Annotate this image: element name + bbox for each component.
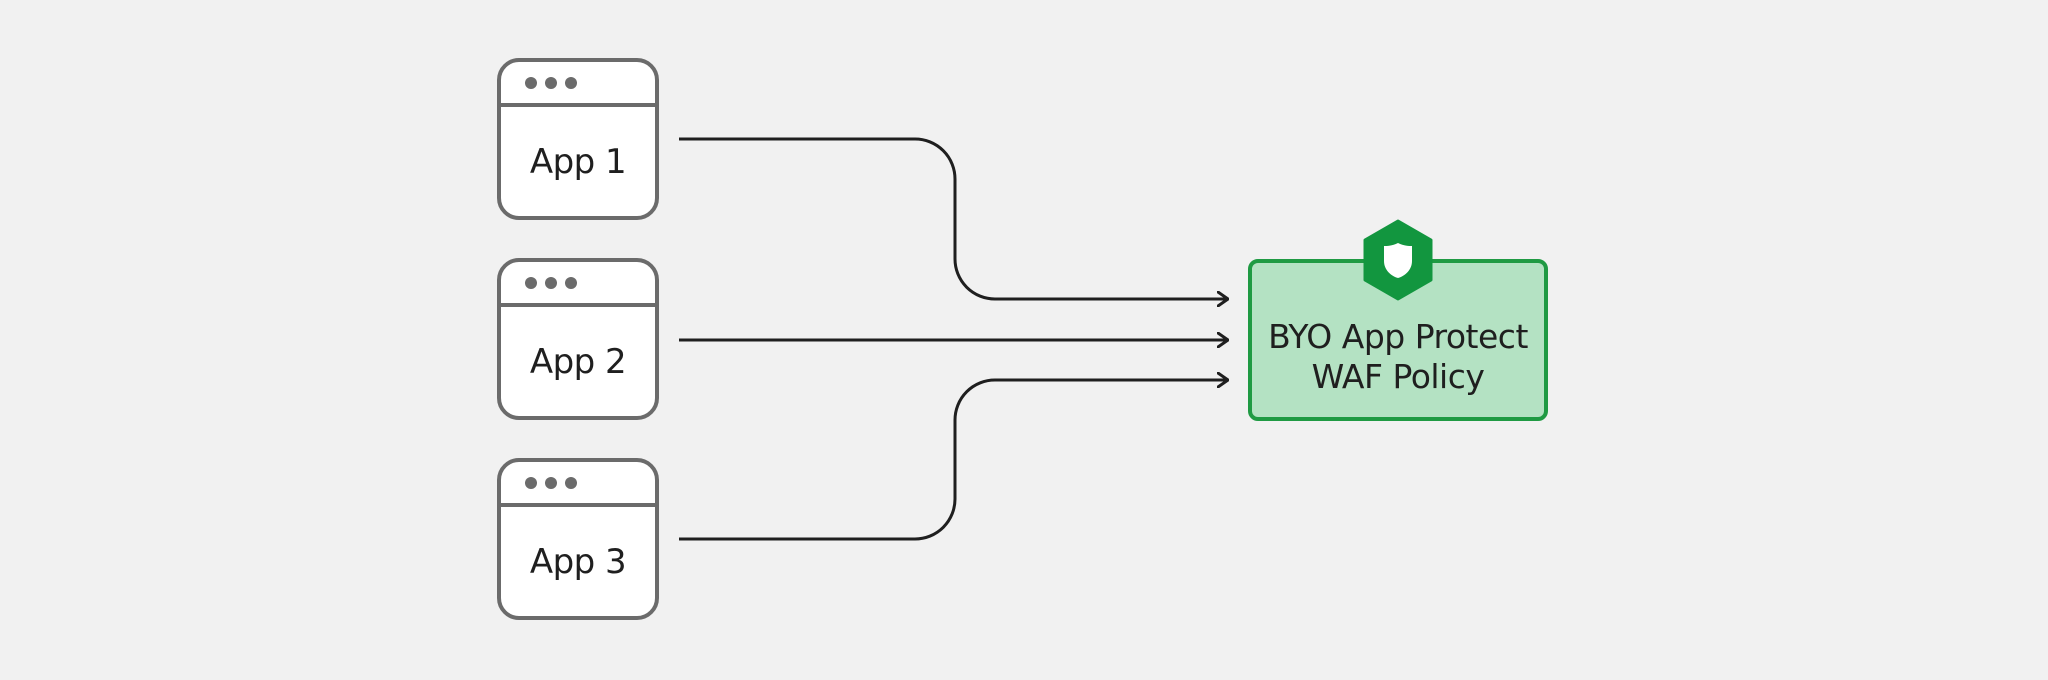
policy-label: BYO App Protect WAF Policy [1252, 317, 1544, 397]
app-label: App 1 [529, 141, 627, 182]
connector-app-3 [679, 380, 1228, 541]
policy-label-line-2: WAF Policy [1311, 357, 1485, 396]
dots-icon [525, 477, 577, 489]
app-window-1: App 1 [497, 58, 659, 220]
app-label: App 2 [529, 341, 627, 382]
app-window-3: App 3 [497, 458, 659, 620]
shield-icon [1363, 219, 1433, 301]
app-label: App 3 [529, 541, 627, 582]
policy-label-line-1: BYO App Protect [1268, 317, 1528, 356]
dots-icon [525, 77, 577, 89]
connector-app-1 [679, 137, 1228, 299]
window-titlebar [501, 262, 655, 307]
window-titlebar [501, 62, 655, 107]
dots-icon [525, 277, 577, 289]
app-window-2: App 2 [497, 258, 659, 420]
window-titlebar [501, 462, 655, 507]
